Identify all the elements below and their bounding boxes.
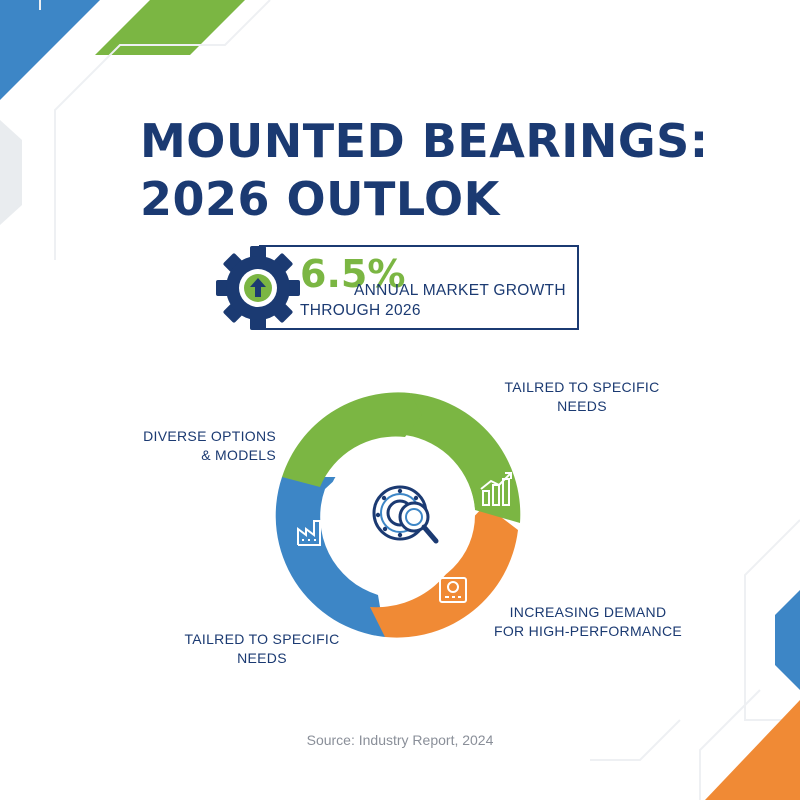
growth-percentage: 6.5% [300,252,406,296]
corner-blue-shape-top-left [0,0,100,100]
segment-label-line-2: NEEDS [237,650,287,666]
gear-arrow-up-icon [216,246,300,330]
title-line-2: 2026 OUTLOK [140,172,500,226]
segment-label-line-1: TAILRED TO SPECIFIC [184,631,340,647]
growth-callout-box [259,245,579,330]
segment-label-diverse-options: DIVERSE OPTIONS & MODELS [130,427,276,465]
segment-label-line-1: DIVERSE OPTIONS [143,428,276,444]
source-caption: Source: Industry Report, 2024 [306,732,494,748]
segment-label-line-2: FOR HIGH-PERFORMANCE [494,623,682,639]
segment-label-line-1: TAILRED TO SPECIFIC [504,379,660,395]
segment-label-line-2: & MODELS [201,447,276,463]
growth-label: ANNUAL MARKET GROWTH THROUGH 2026 [300,281,570,321]
bar-chart-growth-icon [480,472,512,506]
title-line-1: MOUNTED BEARINGS: [140,114,709,168]
corner-green-shape-top-left [95,0,245,55]
segment-label-tailored-bottom: TAILRED TO SPECIFIC NEEDS [172,630,352,668]
light-hexagon-left [0,120,22,225]
factory-icon [297,520,321,546]
segment-label-increasing-demand: INCREASING DEMAND FOR HIGH-PERFORMANCE [493,603,683,641]
cycle-segment-blue [275,477,385,637]
segment-label-line-2: NEEDS [557,398,607,414]
segment-label-tailored-top: TAILRED TO SPECIFIC NEEDS [492,378,672,416]
bearing-magnifier-icon [372,485,439,544]
corner-orange-shape-bottom-right [705,700,800,800]
cycle-diagram [275,392,521,638]
growth-label-line-1: ANNUAL MARKET GROWTH [354,282,566,299]
segment-label-line-1: INCREASING DEMAND [509,604,667,620]
cycle-segment-orange [370,505,518,638]
machine-panel-icon [439,577,467,603]
page-title: MOUNTED BEARINGS: 2026 OUTLOK [140,112,709,228]
cycle-segment-green-left [282,392,422,487]
corner-blue-shape-right [775,590,800,690]
growth-label-line-2: THROUGH 2026 [300,302,421,319]
cycle-segment-green-right [405,393,521,523]
